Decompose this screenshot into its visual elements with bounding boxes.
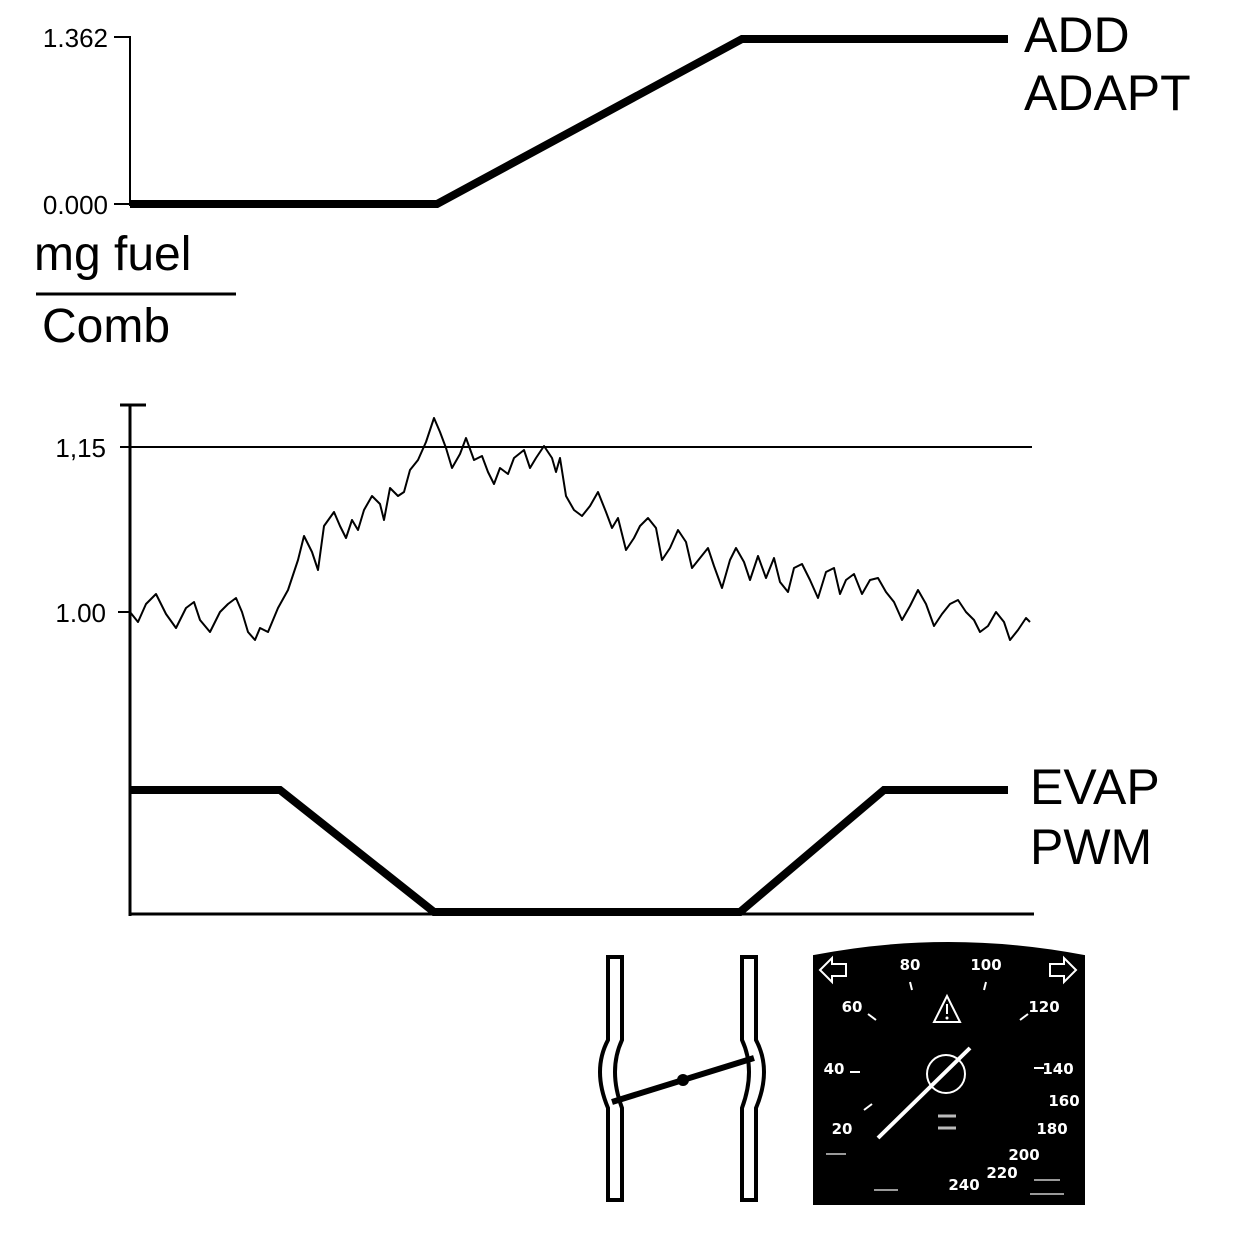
speed-label-200: 200: [1008, 1146, 1039, 1164]
warning-exclamation-dot: [945, 1016, 949, 1020]
top-chart: 1.362 0.000 ADD ADAPT mg fuel Comb: [34, 7, 1191, 353]
top-y-tick-top: 1.362: [43, 23, 108, 53]
tick-120: [1019, 1013, 1029, 1021]
speed-label-160: 160: [1048, 1092, 1079, 1110]
speedometer-face: [813, 942, 1085, 1205]
turn-right-arrow-icon: [1049, 955, 1078, 985]
top-y-tick-bottom: 0.000: [43, 190, 108, 220]
evap-pwm-label-line2: PWM: [1030, 819, 1152, 875]
speed-label-100: 100: [970, 956, 1001, 974]
add-adapt-trace: [130, 35, 1008, 208]
speed-label-220: 220: [986, 1164, 1017, 1182]
throttle-body-valve-icon: [598, 955, 766, 1202]
warning-triangle-outline: [932, 993, 962, 1023]
tick-100: [983, 981, 987, 991]
evap-pwm-trace: [130, 786, 1008, 916]
add-adapt-label-line1: ADD: [1024, 7, 1130, 63]
turn-left-arrow-icon: [818, 955, 847, 985]
speed-label-20: 20: [832, 1120, 853, 1138]
throttle-right-wall: [740, 955, 766, 1202]
speed-label-80: 80: [900, 956, 921, 974]
tick-20: [863, 1103, 873, 1111]
tick-80: [909, 981, 913, 991]
evap-pwm-label-line1: EVAP: [1030, 759, 1160, 815]
unit-numerator: mg fuel: [34, 228, 191, 281]
unit-denominator: Comb: [42, 300, 170, 353]
y-tick-100: 1.00: [55, 598, 106, 628]
lambda-chart: 1,15 1.00 EVAP PWM: [55, 403, 1160, 916]
speed-label-60: 60: [842, 998, 863, 1016]
speedometer: 20 40 60 80 100 120 140 160 180 200 220 …: [813, 942, 1085, 1205]
add-adapt-label-line2: ADAPT: [1024, 65, 1191, 121]
speed-label-180: 180: [1036, 1120, 1067, 1138]
throttle-shaft: [677, 1074, 689, 1086]
speed-label-240: 240: [948, 1176, 979, 1194]
lambda-trace: [129, 417, 1031, 641]
speedometer-hub: [926, 1054, 966, 1094]
speedometer-needle: [876, 1046, 972, 1140]
throttle-left-wall: [598, 955, 624, 1202]
tick-60: [867, 1013, 877, 1021]
speedometer-ticks: [850, 981, 1044, 1111]
speed-label-140: 140: [1042, 1060, 1073, 1078]
y-tick-115: 1,15: [55, 433, 106, 463]
speed-label-40: 40: [824, 1060, 845, 1078]
speed-label-120: 120: [1028, 998, 1059, 1016]
warning-triangle-icon: [932, 993, 962, 1023]
